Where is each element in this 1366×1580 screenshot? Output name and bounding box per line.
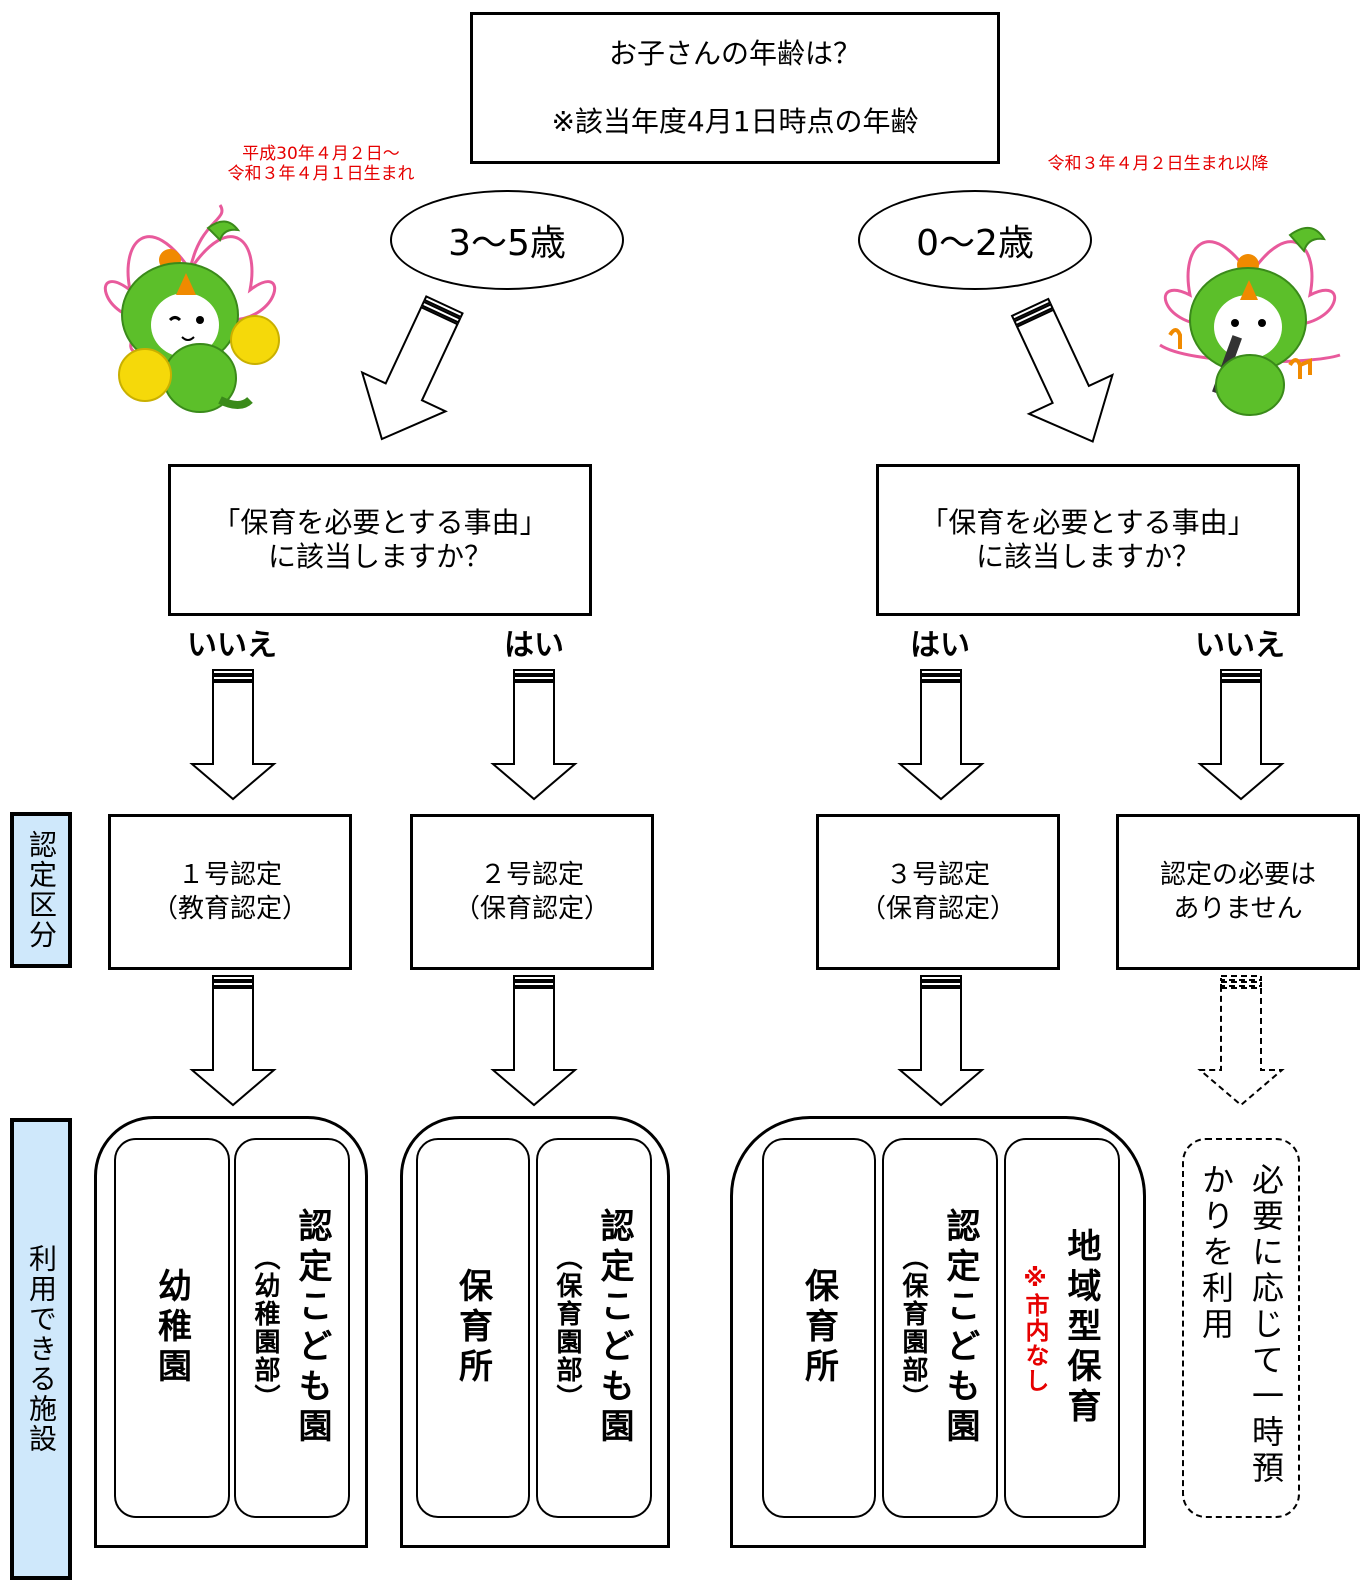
cert-type-1-sub: （教育認定） xyxy=(151,894,308,924)
facility-nursery-label: 保育所 xyxy=(452,1268,493,1388)
nursery-dept-label: （保育園部） xyxy=(552,1244,582,1412)
cert-type-1-box: １号認定 （教育認定） xyxy=(108,814,352,970)
mascot-cheerleader-icon xyxy=(103,204,280,413)
need-childcare-question-right: 「保育を必要とする事由」 に該当しますか？ xyxy=(876,464,1300,616)
age-left-birth-range-line2: 令和３年４月１日生まれ xyxy=(227,164,415,184)
mascot-clarinet-icon xyxy=(1159,227,1341,416)
available-facilities-label: 利用できる施設 xyxy=(25,1244,58,1454)
hollow-arrow-icon xyxy=(897,975,985,1107)
question-line1: 「保育を必要とする事由」 xyxy=(920,506,1256,539)
age-right-birth-range: 令和３年４月２日生まれ以降 xyxy=(1047,154,1269,174)
facility-nursery: 保育所 xyxy=(762,1138,876,1518)
age-left-birth-range-line1: 平成30年４月２日〜 xyxy=(242,144,400,164)
answer-yes-right: はい xyxy=(910,628,970,663)
cert-type-1-title: １号認定 xyxy=(177,860,282,890)
nursery-dept-label: （保育園部） xyxy=(898,1244,928,1412)
dashed-arrow-icon xyxy=(1197,975,1285,1107)
age-0-2-label: 0〜2歳 xyxy=(916,223,1034,264)
age-3-5-ellipse: 3〜5歳 xyxy=(390,190,624,290)
facility-kindergarten: 幼稚園 xyxy=(114,1138,230,1518)
cert-type-2-box: ２号認定 （保育認定） xyxy=(410,814,654,970)
answer-no-left: いいえ xyxy=(187,628,277,663)
age-question-title: お子さんの年齢は？ xyxy=(608,37,861,70)
cert-type-2-sub: （保育認定） xyxy=(453,894,610,924)
age-3-5-label: 3〜5歳 xyxy=(448,223,566,264)
nintei-kodomoen-label: 認定こども園 xyxy=(292,1208,332,1448)
age-0-2-ellipse: 0〜2歳 xyxy=(858,190,1092,290)
hollow-arrow-icon xyxy=(490,975,578,1107)
hollow-arrow-icon xyxy=(897,669,985,801)
question-line2: に該当しますか？ xyxy=(975,540,1200,573)
facility-kindergarten-label: 幼稚園 xyxy=(151,1268,192,1388)
age-question-box: お子さんの年齢は？ ※該当年度4月1日時点の年齢 xyxy=(470,12,1000,164)
facility-nursery: 保育所 xyxy=(416,1138,530,1518)
hollow-arrow-icon xyxy=(189,975,277,1107)
hollow-arrow-icon xyxy=(1010,297,1115,443)
facility-nintei-kodomoen-nursery-dept: 認定こども園 （保育園部） xyxy=(882,1138,998,1518)
cert-type-2-title: ２号認定 xyxy=(479,860,584,890)
cert-type-3-box: ３号認定 （保育認定） xyxy=(816,814,1060,970)
nintei-kodomoen-label: 認定こども園 xyxy=(940,1208,980,1448)
facility-community-childcare: 地域型保育 ※市内なし xyxy=(1004,1138,1120,1518)
facility-nintei-kodomoen-nursery-dept: 認定こども園 （保育園部） xyxy=(536,1138,652,1518)
question-line2: に該当しますか？ xyxy=(267,540,492,573)
facility-nintei-kodomoen-kindergarten-dept: 認定こども園 （幼稚園部） xyxy=(234,1138,350,1518)
kindergarten-dept-label: （幼稚園部） xyxy=(250,1244,280,1412)
nintei-kodomoen-label: 認定こども園 xyxy=(594,1208,634,1448)
facility-nursery-label: 保育所 xyxy=(798,1268,839,1388)
no-cert-needed-line2: ありません xyxy=(1173,894,1303,924)
no-cert-needed-box: 認定の必要は ありません xyxy=(1116,814,1360,970)
cert-type-3-sub: （保育認定） xyxy=(859,894,1016,924)
answer-no-right: いいえ xyxy=(1195,628,1285,663)
cert-type-3-title: ３号認定 xyxy=(885,860,990,890)
need-childcare-question-left: 「保育を必要とする事由」 に該当しますか？ xyxy=(168,464,592,616)
answer-yes-left: はい xyxy=(504,628,564,663)
age-left-birth-range: 平成30年４月２日〜 令和３年４月１日生まれ xyxy=(196,144,446,184)
hollow-arrow-icon xyxy=(189,669,277,801)
community-childcare-label: 地域型保育 xyxy=(1061,1228,1101,1428)
age-question-note: ※該当年度4月1日時点の年齢 xyxy=(551,105,919,138)
no-cert-needed-line1: 認定の必要は xyxy=(1159,860,1316,890)
temporary-care-box: 必要に応じて一時預かりを利用 xyxy=(1182,1138,1300,1518)
hollow-arrow-icon xyxy=(1197,669,1285,801)
hollow-arrow-icon xyxy=(490,669,578,801)
certification-category-label: 認定区分 xyxy=(25,830,58,950)
not-in-city-note: ※市内なし xyxy=(1021,1263,1049,1393)
available-facilities-tab: 利用できる施設 xyxy=(10,1118,72,1580)
temporary-care-label: 必要に応じて一時預かりを利用 xyxy=(1197,1163,1285,1487)
certification-category-tab: 認定区分 xyxy=(10,812,72,968)
question-line1: 「保育を必要とする事由」 xyxy=(212,506,548,539)
hollow-arrow-icon xyxy=(360,295,464,441)
